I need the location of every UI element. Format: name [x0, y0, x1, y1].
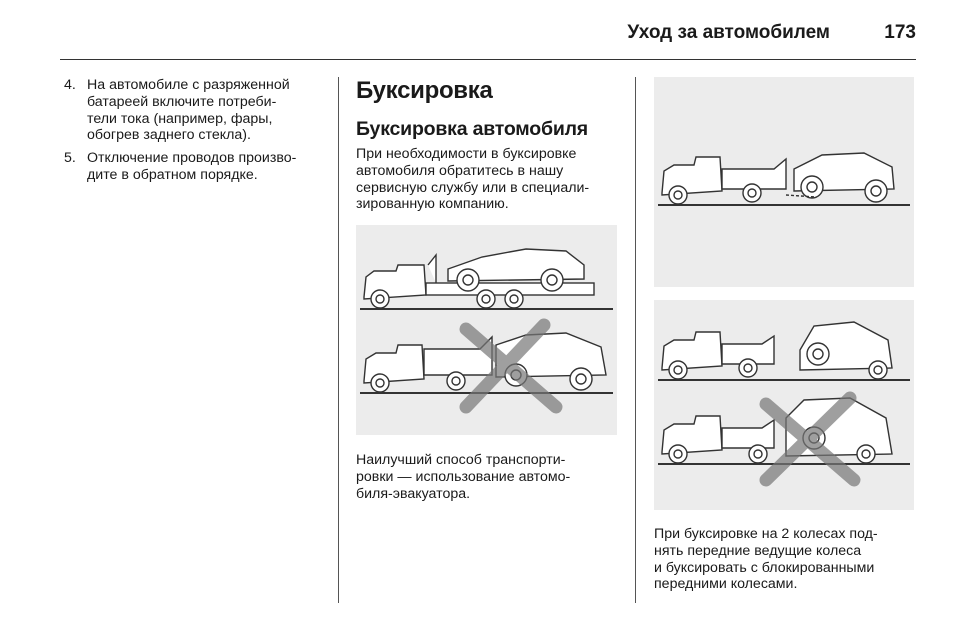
caption-line: Наилучший способ транспорти- [356, 452, 566, 468]
numbered-steps: 4. На автомобиле с разряженной батареей … [64, 77, 326, 190]
list-item-line: Отключение проводов произво- [87, 150, 297, 167]
subsection-heading: Буксировка автомобиля [356, 118, 588, 140]
list-item-line: тели тока (например, фары, [87, 110, 273, 127]
flatbed-and-wheellift-drawing [360, 248, 613, 414]
figure-caption: При буксировке на 2 колесах под- нять пе… [654, 526, 924, 593]
tow-dolly-illustration [654, 300, 914, 510]
list-item-number: 5. [64, 150, 76, 167]
column-divider-left [338, 77, 339, 603]
tow-rear-lift-illustration [654, 77, 914, 287]
caption-line: нять передние ведущие колеса [654, 542, 862, 559]
list-item-line: батареей включите потреби- [87, 93, 277, 110]
list-item-line: На автомобиле с разряженной [87, 77, 290, 93]
paragraph-line: сервисную службу или в специали- [356, 179, 590, 196]
list-item-number: 4. [64, 77, 76, 93]
section-heading: Буксировка [356, 77, 493, 104]
list-item-line: дите в обратном порядке. [87, 166, 258, 183]
caption-line: и буксировать с блокированными [654, 559, 875, 576]
tow-truck-illustration [356, 225, 617, 435]
caption-line: ровки — использование автомо- [356, 468, 571, 485]
intro-paragraph: При необходимости в буксировке автомобил… [356, 146, 626, 213]
paragraph-line: При необходимости в буксировке [356, 146, 577, 162]
header-rule [60, 59, 916, 60]
page-number: 173 [884, 22, 916, 43]
caption-line: биля-эвакуатора. [356, 485, 471, 502]
page-header-title: Уход за автомобилем [627, 22, 830, 43]
list-item-line: обогрев заднего стекла). [87, 127, 251, 144]
list-item: 5. Отключение проводов произво- дите в о… [64, 150, 326, 184]
figure-caption: Наилучший способ транспорти- ровки — исп… [356, 452, 626, 502]
towing-with-rear-lift-drawing [658, 152, 910, 206]
towing-two-wheels-drawing [658, 321, 910, 487]
paragraph-line: зированную компанию. [356, 196, 509, 213]
caption-line: При буксировке на 2 колесах под- [654, 526, 878, 542]
column-divider-right [635, 77, 636, 603]
caption-line: передними колесами. [654, 576, 798, 593]
paragraph-line: автомобиля обратитесь в нашу [356, 162, 564, 179]
list-item: 4. На автомобиле с разряженной батареей … [64, 77, 326, 144]
